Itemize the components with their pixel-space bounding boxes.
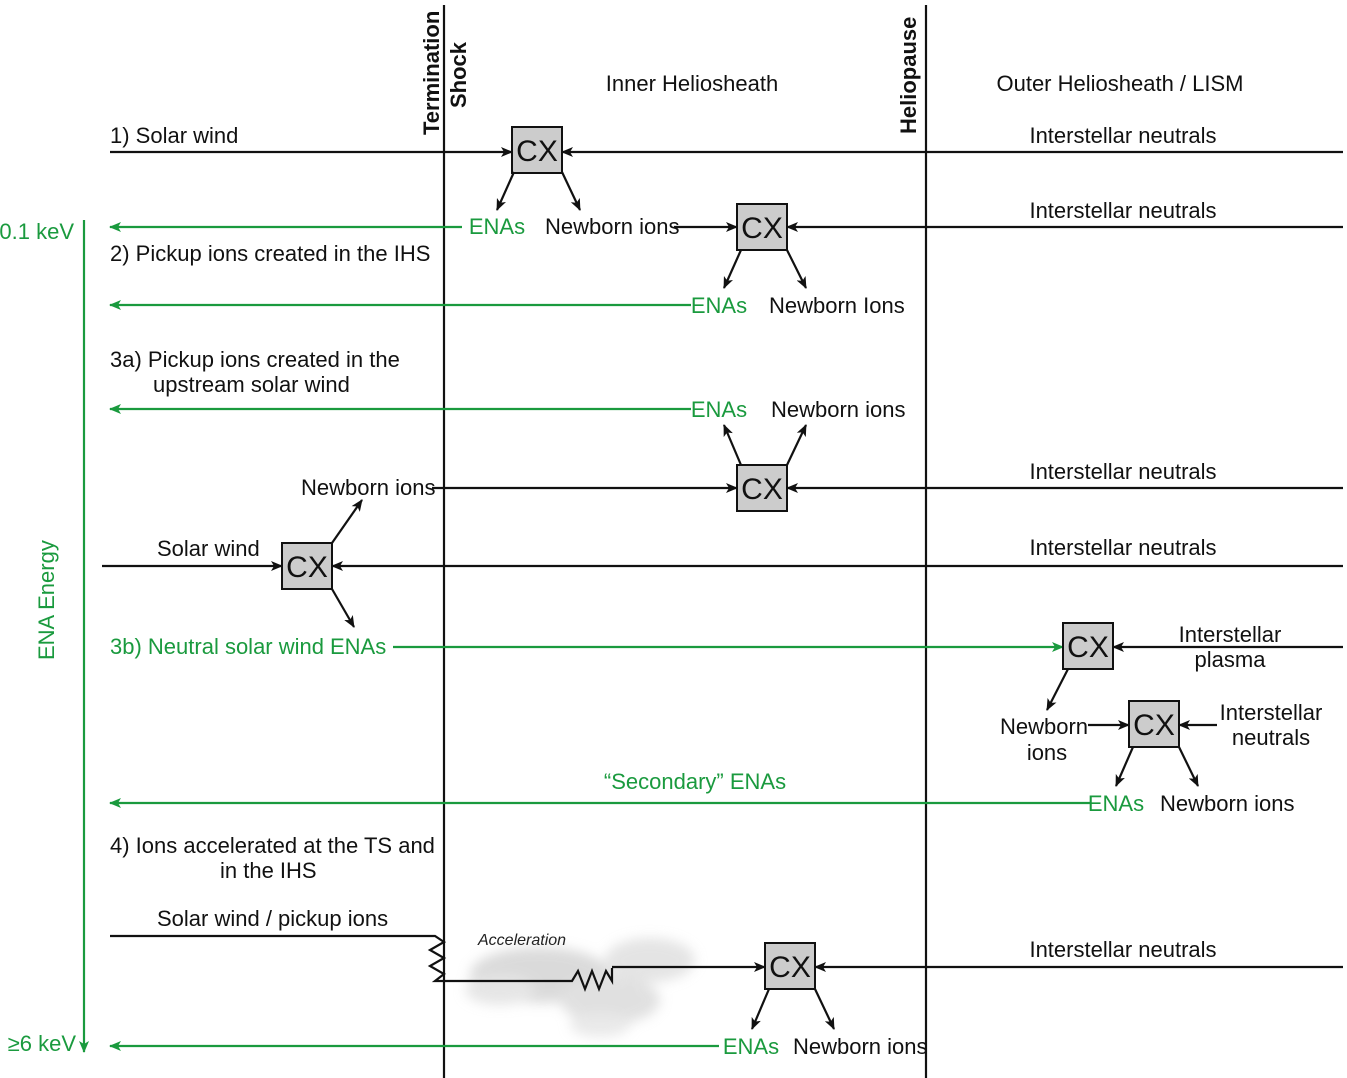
termination-header-line2: Shock [446,41,471,108]
s3b-ena-branch-arrow [1116,747,1133,786]
s3a-ena-branch-arrow [724,425,741,465]
s3b-newborn-label-b: Newborn ions [1160,791,1295,816]
s4-title-line2: in the IHS [220,858,317,883]
s3a-title-line1: 3a) Pickup ions created in the [110,347,400,372]
s3a-newborn-left-label: Newborn ions [301,475,436,500]
s3b-plasma-label-2: plasma [1195,647,1267,672]
s4-newborn-label: Newborn ions [793,1034,928,1059]
s4-ena-branch-arrow [752,989,769,1029]
cx-label: CX [1133,709,1175,742]
s3b-plasma-label-1: Interstellar [1179,622,1282,647]
energy-top-label: 0.1 keV [0,219,74,244]
cx-label: CX [769,951,811,984]
s3b-newborn-branch-arrow [1047,669,1068,710]
s3a-title-line2: upstream solar wind [153,372,350,397]
s1-ena-branch-arrow [497,172,514,210]
s3b-newborn-label-1: Newborn [1000,714,1088,739]
energy-axis-label: ENA Energy [34,540,59,660]
cx-label: CX [516,135,558,168]
cx-label: CX [286,551,328,584]
energy-bottom-label: ≥6 keV [8,1031,77,1056]
s3a-neutrals-label: Interstellar neutrals [1029,459,1216,484]
s3a-newborn-branch-arrow [787,425,806,465]
s1-newborn-branch-arrow [562,172,580,210]
s3b-newborn-branch-arrow-2 [1179,747,1198,786]
s3b-newborn-label-2: ions [1027,740,1067,765]
acceleration-cloud [465,938,695,1037]
s2-enas-label: ENAs [469,214,525,239]
cx-label: CX [741,212,783,245]
s1-neutrals-label: Interstellar neutrals [1029,123,1216,148]
s3a-lower-branch-arrow [332,589,354,627]
s3a-solar-wind-label: Solar wind [157,536,260,561]
s3a-upper-branch-arrow [332,500,362,543]
s3b-neutrals-label-2: neutrals [1232,725,1310,750]
s3b-secondary-label: “Secondary” ENAs [604,769,786,794]
s1-title: 1) Solar wind [110,123,238,148]
s3a-enas-label: ENAs [691,397,747,422]
s4-newborn-branch-arrow [815,989,834,1029]
s3b-neutrals-label-1: Interstellar [1220,700,1323,725]
s4-neutrals-label: Interstellar neutrals [1029,937,1216,962]
s3b-enas-label-b: ENAs [1088,791,1144,816]
s2-ena-branch-arrow [724,250,741,288]
s4-enas-label: ENAs [723,1034,779,1059]
s3a-neutrals-label-2: Interstellar neutrals [1029,535,1216,560]
acceleration-label: Acceleration [477,932,566,949]
inner-heliosheath-header: Inner Heliosheath [606,71,778,96]
termination-header-line1: Termination [419,11,444,135]
heliopause-header: Heliopause [896,17,921,134]
s3b-title: 3b) Neutral solar wind [110,634,324,659]
s2-newborn-branch-arrow [787,250,806,288]
s3b-enas-label: ENAs [330,634,386,659]
s3a-newborn-label: Newborn ions [771,397,906,422]
outer-heliosheath-header: Outer Heliosheath / LISM [996,71,1243,96]
s4-title-line1: 4) Ions accelerated at the TS and [110,833,435,858]
s2-enas-label-b: ENAs [691,293,747,318]
cx-label: CX [741,473,783,506]
s4-source-label: Solar wind / pickup ions [157,906,388,931]
s2-newborn-label-b: Newborn Ions [769,293,905,318]
s2-newborn-label: Newborn ions [545,214,680,239]
cx-label: CX [1067,631,1109,664]
s2-title: 2) Pickup ions created in the IHS [110,241,430,266]
s2-neutrals-label: Interstellar neutrals [1029,198,1216,223]
